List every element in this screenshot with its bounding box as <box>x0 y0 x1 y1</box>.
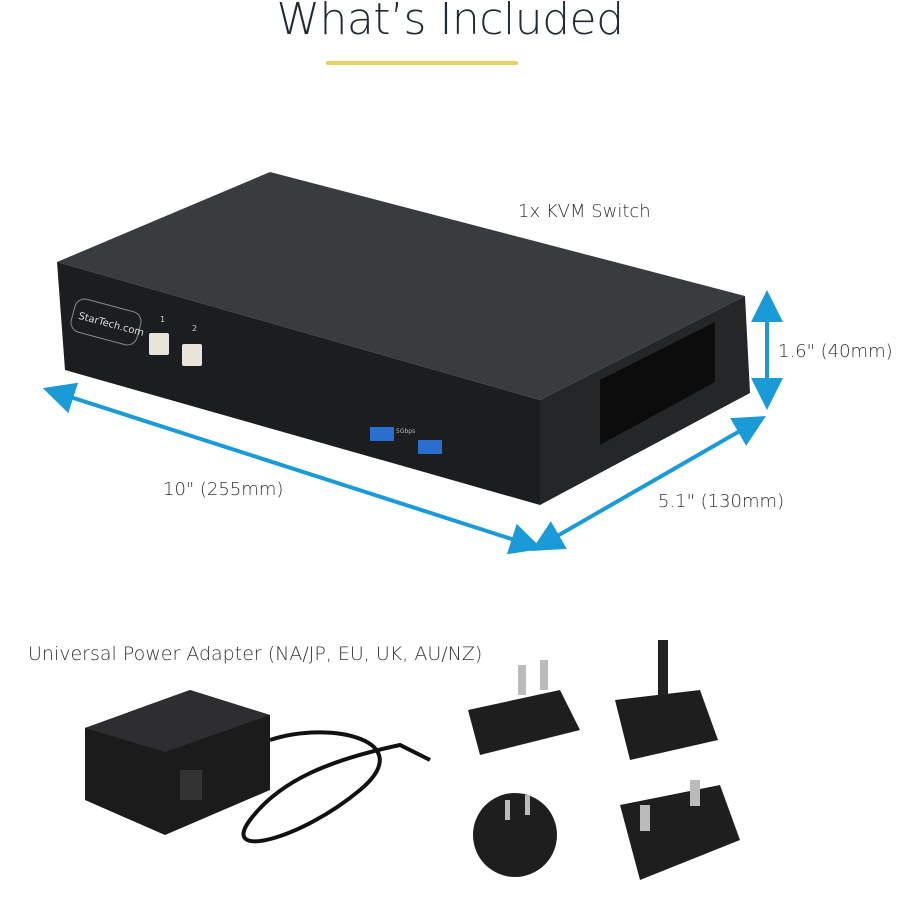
button-1-label: 1 <box>160 315 165 324</box>
plug-uk <box>620 780 740 880</box>
depth-dimension-label: 5.1" (130mm) <box>658 491 785 512</box>
usb-port-1 <box>370 427 394 441</box>
button-2 <box>182 344 202 366</box>
plug-eu <box>615 640 718 760</box>
width-arrow <box>42 382 543 555</box>
depth-arrow <box>531 416 766 551</box>
page-title: What’s Included <box>276 0 624 45</box>
power-adapter-label: Universal Power Adapter (NA/JP, EU, UK, … <box>28 643 483 665</box>
usb-port-2 <box>418 440 442 454</box>
plug-au-nz <box>473 793 557 877</box>
vent-grille <box>600 322 715 445</box>
plug-na-jp <box>468 660 580 755</box>
button-1 <box>149 333 169 355</box>
usb-label: 5Gbps <box>396 428 415 435</box>
height-dimension-label: 1.6" (40mm) <box>778 341 893 362</box>
kvm-switch-label: 1x KVM Switch <box>518 201 651 222</box>
button-2-label: 2 <box>192 324 197 333</box>
power-adapter-image <box>85 690 431 844</box>
width-dimension-label: 10" (255mm) <box>163 479 284 500</box>
title-underline <box>326 61 518 65</box>
